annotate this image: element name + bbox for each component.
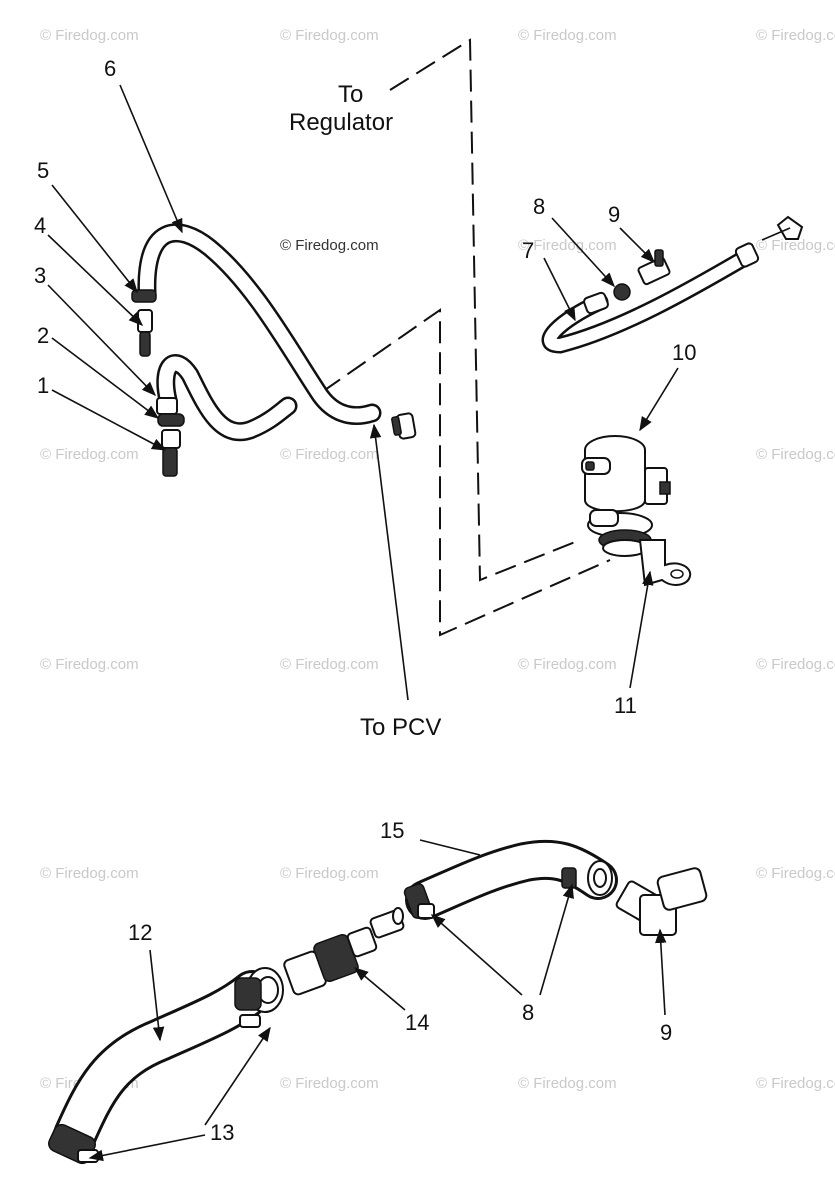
watermark: © Firedog.com [40,865,139,882]
fitting-4-tip [139,331,151,357]
callout-13: 13 [210,1120,234,1145]
watermark: © Firedog.com [280,446,379,463]
pcv-cap [391,412,417,440]
watermark: © Firedog.com [756,1075,835,1092]
fitting-9-tip [654,249,664,267]
connector-14 [283,907,405,996]
watermark: © Firedog.com [756,656,835,673]
watermark: © Firedog.com [518,27,617,44]
caption-to-regulator-1: To [338,81,363,108]
callout-7: 7 [522,238,534,263]
watermark: © Firedog.com [756,446,835,463]
watermark-center: © Firedog.com [280,237,379,254]
watermark: © Firedog.com [280,27,379,44]
watermark: © Firedog.com [280,656,379,673]
watermark: © Firedog.com [40,446,139,463]
callout-10: 10 [672,340,696,365]
bracket-11 [638,539,692,587]
callout-8-top: 8 [533,194,545,219]
valve-10 [581,435,671,557]
callout-11: 11 [614,693,637,718]
watermark: © Firedog.com [518,1075,617,1092]
watermark: © Firedog.com [40,27,139,44]
caption-to-pcv: To PCV [360,714,441,741]
callout-14: 14 [405,1010,429,1035]
callout-12: 12 [128,920,152,945]
fittings-left [131,289,185,477]
callout-1: 1 [37,373,49,398]
clamp-5 [131,289,157,303]
callout-4: 4 [34,213,46,238]
clamp-8 [613,283,631,301]
callout-labels: 6 5 4 3 2 1 7 8 9 10 11 12 13 14 15 8 9 [34,56,696,1145]
watermark: © Firedog.com [280,1075,379,1092]
watermark: © Firedog.com [518,237,617,254]
watermark: © Firedog.com [756,865,835,882]
watermark-layer: © Firedog.com © Firedog.com © Firedog.co… [40,27,835,1092]
callout-3: 3 [34,263,46,288]
pcv-route-line [321,308,611,637]
regulator-route-line [389,38,581,582]
elbow-9 [615,867,708,936]
hose-12 [48,967,284,1165]
hose-lower-left [156,354,298,442]
captions: To Regulator To PCV [289,81,441,741]
callout-8-bottom: 8 [522,1000,534,1025]
watermark: © Firedog.com [40,656,139,673]
leader-lines [47,84,791,1162]
fittings-right-small [583,215,804,315]
routing-lines [321,38,611,637]
callout-9-bottom: 9 [660,1020,672,1045]
watermark: © Firedog.com [518,656,617,673]
fitting-3 [156,397,178,415]
watermark: © Firedog.com [756,237,835,254]
hose-15 [403,839,618,920]
watermark: © Firedog.com [280,865,379,882]
watermark: © Firedog.com [756,27,835,44]
caption-to-regulator-2: Regulator [289,109,393,136]
callout-2: 2 [37,323,49,348]
hose-7 [541,247,757,354]
callout-9-top: 9 [608,202,620,227]
fitting-4 [137,309,153,333]
fitting-1-tip [162,447,178,477]
fitting-1 [161,429,181,449]
clamp-2 [157,413,185,427]
callout-6: 6 [104,56,116,81]
callout-15: 15 [380,818,404,843]
hose-6 [137,223,382,426]
callout-5: 5 [37,158,49,183]
